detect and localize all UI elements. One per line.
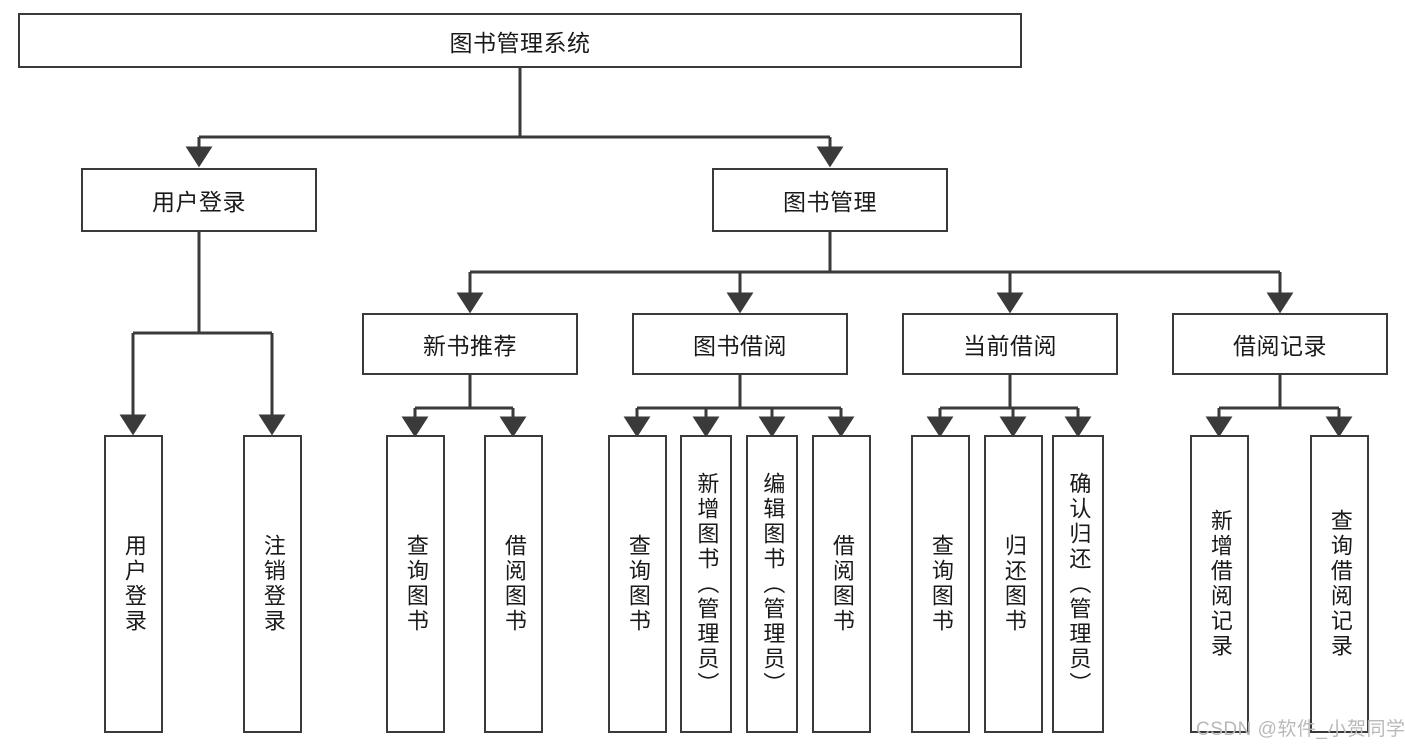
node-leaf-borrow-book-b[interactable]: 借阅图书 <box>812 435 871 733</box>
node-leaf-logout-label: 注销登录 <box>260 534 286 634</box>
node-current-borrow-label: 当前借阅 <box>963 333 1057 359</box>
node-new-book-rec[interactable]: 新书推荐 <box>362 313 578 375</box>
node-current-borrow[interactable]: 当前借阅 <box>902 313 1118 375</box>
node-leaf-add-record[interactable]: 新增借阅记录 <box>1190 435 1249 733</box>
node-leaf-query-book-c[interactable]: 查询图书 <box>911 435 970 733</box>
node-borrow-record-label: 借阅记录 <box>1233 333 1327 359</box>
node-leaf-user-login-label: 用户登录 <box>121 534 147 634</box>
node-leaf-add-record-label: 新增借阅记录 <box>1207 509 1233 659</box>
node-leaf-query-book-rec-label: 查询图书 <box>403 534 429 634</box>
node-leaf-query-book-b[interactable]: 查询图书 <box>608 435 667 733</box>
node-leaf-return-book[interactable]: 归还图书 <box>984 435 1043 733</box>
node-book-manage-label: 图书管理 <box>783 189 877 215</box>
node-leaf-borrow-book-rec-label: 借阅图书 <box>501 534 527 634</box>
node-leaf-confirm-return[interactable]: 确认归还（管理员） <box>1052 435 1104 733</box>
csdn-watermark: CSDN @软件_小贺同学 <box>1196 719 1405 740</box>
node-leaf-query-book-b-label: 查询图书 <box>625 534 651 634</box>
node-leaf-query-book-rec[interactable]: 查询图书 <box>386 435 445 733</box>
node-leaf-edit-book[interactable]: 编辑图书（管理员） <box>746 435 798 733</box>
node-user-login-label: 用户登录 <box>152 189 246 215</box>
node-leaf-add-book[interactable]: 新增图书（管理员） <box>680 435 732 733</box>
node-leaf-edit-book-label: 编辑图书（管理员） <box>760 471 786 697</box>
node-leaf-query-record-label: 查询借阅记录 <box>1327 509 1353 659</box>
node-leaf-query-book-c-label: 查询图书 <box>928 534 954 634</box>
node-book-manage[interactable]: 图书管理 <box>712 168 948 232</box>
node-root[interactable]: 图书管理系统 <box>18 13 1022 68</box>
node-leaf-logout[interactable]: 注销登录 <box>243 435 302 733</box>
node-leaf-return-book-label: 归还图书 <box>1001 534 1027 634</box>
node-new-book-rec-label: 新书推荐 <box>423 333 517 359</box>
node-root-label: 图书管理系统 <box>449 29 591 56</box>
node-user-login[interactable]: 用户登录 <box>81 168 317 232</box>
node-leaf-user-login[interactable]: 用户登录 <box>104 435 163 733</box>
node-book-borrow[interactable]: 图书借阅 <box>632 313 848 375</box>
node-book-borrow-label: 图书借阅 <box>693 333 787 359</box>
node-borrow-record[interactable]: 借阅记录 <box>1172 313 1388 375</box>
node-leaf-borrow-book-rec[interactable]: 借阅图书 <box>484 435 543 733</box>
node-leaf-confirm-return-label: 确认归还（管理员） <box>1066 471 1092 697</box>
node-leaf-borrow-book-b-label: 借阅图书 <box>829 534 855 634</box>
node-leaf-query-record[interactable]: 查询借阅记录 <box>1310 435 1369 733</box>
node-leaf-add-book-label: 新增图书（管理员） <box>694 471 720 697</box>
